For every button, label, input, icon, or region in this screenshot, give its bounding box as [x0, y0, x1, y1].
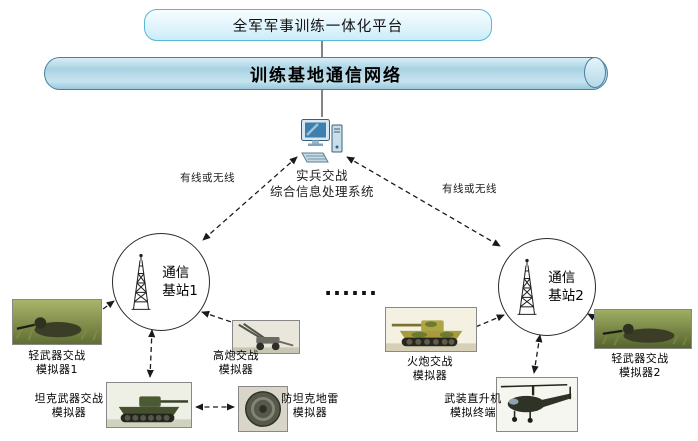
artillery-simulator-line1: 火炮交战 [407, 355, 453, 368]
link-label-right: 有线或无线 [442, 183, 497, 195]
base-station-2-label: 通信 基站2 [548, 269, 584, 305]
artillery-simulator-label: 火炮交战 模拟器 [390, 355, 470, 383]
aa-gun-simulator-line1: 高炮交战 [213, 349, 259, 362]
platform-box: 全军军事训练一体化平台 [144, 9, 492, 41]
attack-helicopter-terminal-label: 武装直升机 模拟终端 [428, 392, 518, 420]
aa-gun-simulator-label: 高炮交战 模拟器 [196, 349, 276, 377]
aa-gun-simulator-line2: 模拟器 [218, 362, 254, 376]
processing-system-line2: 综合信息处理系统 [269, 184, 374, 200]
base-station-1-line1: 通信 [162, 264, 190, 281]
attack-helicopter-terminal-image [496, 377, 578, 432]
attack-helicopter-terminal-line2: 模拟终端 [450, 405, 496, 419]
base-station-2-line1: 通信 [548, 269, 576, 286]
base-station-2: 通信 基站2 [498, 238, 596, 336]
platform-title: 全军军事训练一体化平台 [232, 18, 404, 35]
antitank-mine-simulator-image [238, 386, 288, 432]
attack-helicopter-terminal-line1: 武装直升机 [444, 392, 502, 405]
tank-weapon-simulator-line2: 模拟器 [51, 405, 87, 419]
tank-weapon-simulator-label: 坦克武器交战 模拟器 [16, 392, 122, 420]
aa-gun-simulator-image [232, 320, 300, 354]
light-weapon-simulator-1-image [12, 299, 102, 345]
light-weapon-simulator-1-line1: 轻武器交战 [28, 349, 86, 362]
pipe-end-cap [584, 57, 606, 88]
antenna-tower-icon [131, 253, 151, 310]
network-pipe: 训练基地通信网络 [44, 57, 608, 90]
link-label-left: 有线或无线 [180, 172, 235, 184]
light-weapon-simulator-1-label: 轻武器交战 模拟器1 [6, 349, 108, 377]
processing-system-label: 实兵交战 综合信息处理系统 [247, 168, 397, 201]
base-station-1-label: 通信 基站1 [162, 264, 198, 300]
tank-weapon-simulator-line1: 坦克武器交战 [34, 392, 104, 405]
light-weapon-simulator-2-label: 轻武器交战 模拟器2 [590, 352, 690, 380]
antenna-tower-icon [517, 258, 537, 315]
light-weapon-simulator-2-line2: 模拟器2 [619, 365, 661, 379]
ellipsis: ...... [324, 276, 378, 300]
artillery-simulator-image [385, 307, 477, 352]
antitank-mine-simulator-label: 防坦克地雷 模拟器 [266, 392, 354, 420]
processing-system-line1: 实兵交战 [295, 168, 348, 183]
antitank-mine-simulator-line2: 模拟器 [292, 405, 328, 419]
light-weapon-simulator-2-line1: 轻武器交战 [611, 352, 669, 365]
light-weapon-simulator-2-image [594, 309, 692, 349]
base-station-2-line2: 基站2 [548, 288, 584, 304]
base-station-1: 通信 基站1 [112, 233, 210, 331]
tank-weapon-simulator-image [106, 382, 192, 428]
antitank-mine-simulator-line1: 防坦克地雷 [281, 392, 339, 405]
computer-icon [301, 119, 343, 163]
base-station-1-line2: 基站1 [162, 283, 198, 299]
artillery-simulator-line2: 模拟器 [412, 368, 448, 382]
network-pipe-label: 训练基地通信网络 [250, 66, 402, 86]
light-weapon-simulator-1-line2: 模拟器1 [36, 362, 78, 376]
